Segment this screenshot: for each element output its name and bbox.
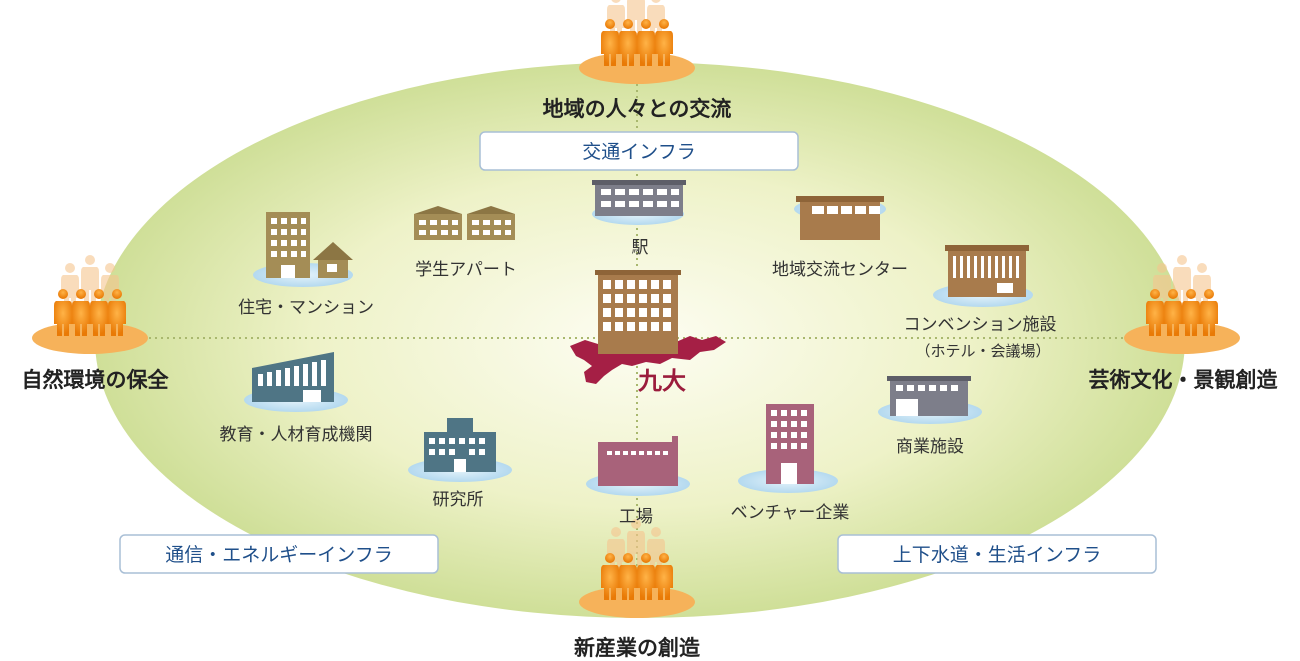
people-disc-left: [32, 322, 148, 354]
research-building: [408, 418, 512, 482]
label-housing: 住宅・マンション: [238, 298, 374, 318]
infra-label-transport: 交通インフラ: [582, 141, 695, 163]
infra-box-telecom: 通信・エネルギーインフラ: [119, 534, 439, 574]
label-station: 駅: [632, 238, 649, 258]
factory-building: [586, 436, 690, 496]
axis-label-left: 自然環境の保全: [22, 368, 170, 392]
label-convention: コンベンション施設: [904, 315, 1057, 335]
convention-building: [933, 245, 1033, 307]
education-building: [244, 352, 348, 412]
label-venture: ベンチャー企業: [731, 503, 850, 523]
venture-building: [738, 404, 838, 493]
infra-label-telecom: 通信・エネルギーインフラ: [165, 544, 392, 566]
label-community-center: 地域交流センター: [772, 260, 908, 280]
label-research: 研究所: [433, 490, 484, 510]
people-group-top: [579, 0, 695, 84]
axis-label-top: 地域の人々との交流: [543, 97, 732, 121]
people-group-left: [32, 255, 148, 354]
label-convention-sub: （ホテル・会議場）: [915, 342, 1050, 360]
people-disc-top: [579, 52, 695, 84]
infra-box-water: 上下水道・生活インフラ: [837, 534, 1157, 574]
center-label: 九大: [637, 367, 686, 395]
label-commercial: 商業施設: [896, 437, 964, 457]
campus-building: [595, 270, 681, 354]
label-student-apartment: 学生アパート: [415, 260, 517, 280]
station-building: [592, 180, 686, 225]
housing-building: [253, 212, 353, 287]
infra-label-water: 上下水道・生活インフラ: [893, 544, 1101, 566]
people-disc-right: [1124, 322, 1240, 354]
label-education: 教育・人材育成機関: [220, 425, 373, 445]
people-group-bottom: [579, 519, 695, 618]
people-group-right: [1124, 255, 1240, 354]
infra-box-transport: 交通インフラ: [479, 131, 799, 171]
commercial-building: [878, 376, 982, 424]
label-factory: 工場: [619, 507, 653, 527]
people-disc-bottom: [579, 586, 695, 618]
community-center-building: [794, 196, 886, 240]
axis-label-right: 芸術文化・景観創造: [1089, 368, 1279, 392]
student-apartment-building: [414, 206, 515, 240]
axis-label-bottom: 新産業の創造: [574, 636, 701, 660]
